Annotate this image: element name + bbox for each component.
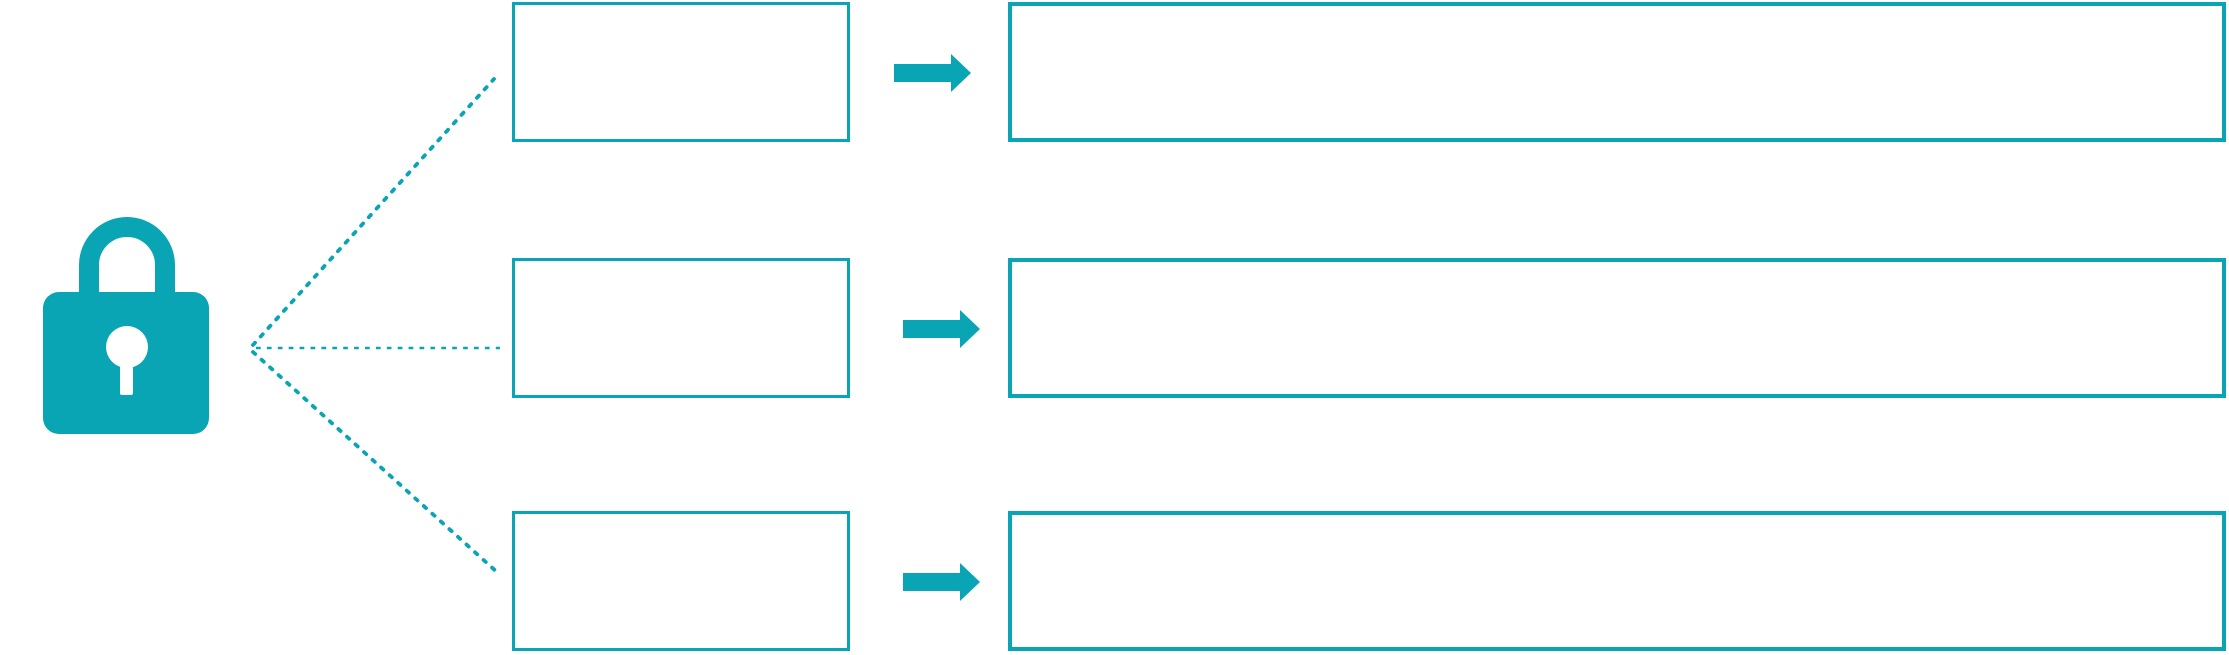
branch-source-box — [512, 258, 850, 398]
branch-target-box — [1008, 2, 2226, 142]
branch-source-box — [512, 511, 850, 651]
right-arrow-shape — [903, 310, 980, 348]
keyhole-circle — [106, 326, 148, 368]
keyhole-stem — [120, 357, 133, 395]
padlock-shackle — [79, 217, 175, 312]
dashed-connector-line-bottom — [251, 350, 500, 575]
branch-target-box — [1008, 511, 2226, 651]
right-arrow-icon — [894, 54, 971, 92]
branch-target-box — [1008, 258, 2226, 398]
right-arrow-shape — [903, 563, 980, 601]
dashed-connector-line-top — [251, 77, 496, 347]
right-arrow-icon — [903, 310, 980, 348]
branch-source-box — [512, 2, 850, 142]
right-arrow-icon — [903, 563, 980, 601]
padlock-icon — [43, 217, 209, 434]
right-arrow-shape — [894, 54, 971, 92]
